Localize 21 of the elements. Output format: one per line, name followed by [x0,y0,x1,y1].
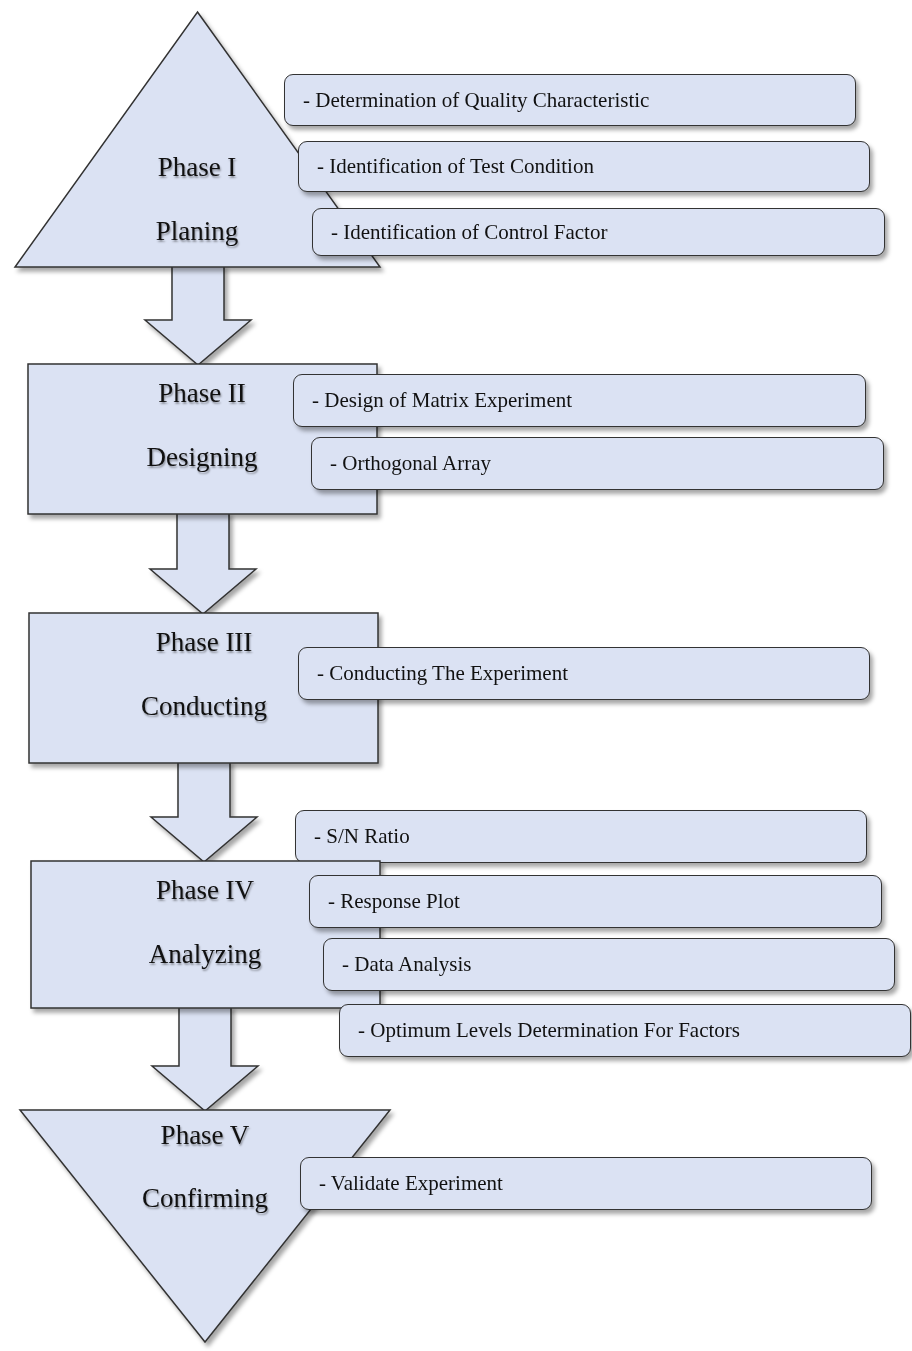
phase-number: Phase II [158,378,246,409]
step-box: - Optimum Levels Determination For Factors [339,1004,911,1057]
step-box: - Design of Matrix Experiment [293,374,866,427]
step-box: - Conducting The Experiment [298,647,870,700]
phase-number: Phase V [160,1120,250,1151]
step-box: - Validate Experiment [300,1157,872,1210]
step-box: - Orthogonal Array [311,437,884,490]
step-box: - Determination of Quality Characteristic [284,74,856,126]
phase-title: Analyzing [148,939,262,970]
phase-title: Designing [146,442,258,473]
step-box: - Identification of Test Condition [298,141,870,192]
step-box: - Response Plot [309,875,882,928]
phase-title: Conducting [141,691,267,722]
step-box: - S/N Ratio [295,810,867,863]
phase-number: Phase I [157,152,237,183]
phase-number: Phase IV [155,875,255,906]
phase-title: Confirming [142,1183,268,1214]
phase-number: Phase III [155,627,253,658]
phase-title: Planing [155,216,239,247]
step-box: - Identification of Control Factor [312,208,885,256]
step-box: - Data Analysis [323,938,895,991]
